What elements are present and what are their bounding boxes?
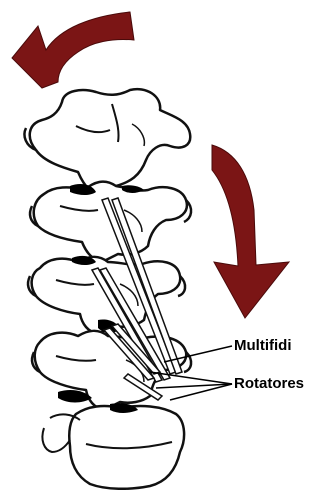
rotatores-label: Rotatores [234,375,304,392]
vertebra-5 [42,406,184,489]
vertebra-1 [30,89,191,196]
downward-arrow [212,145,289,318]
transverse-processes-left [24,128,40,372]
rotation-arrow [12,12,134,88]
multifidi-label: Multifidi [234,337,291,354]
